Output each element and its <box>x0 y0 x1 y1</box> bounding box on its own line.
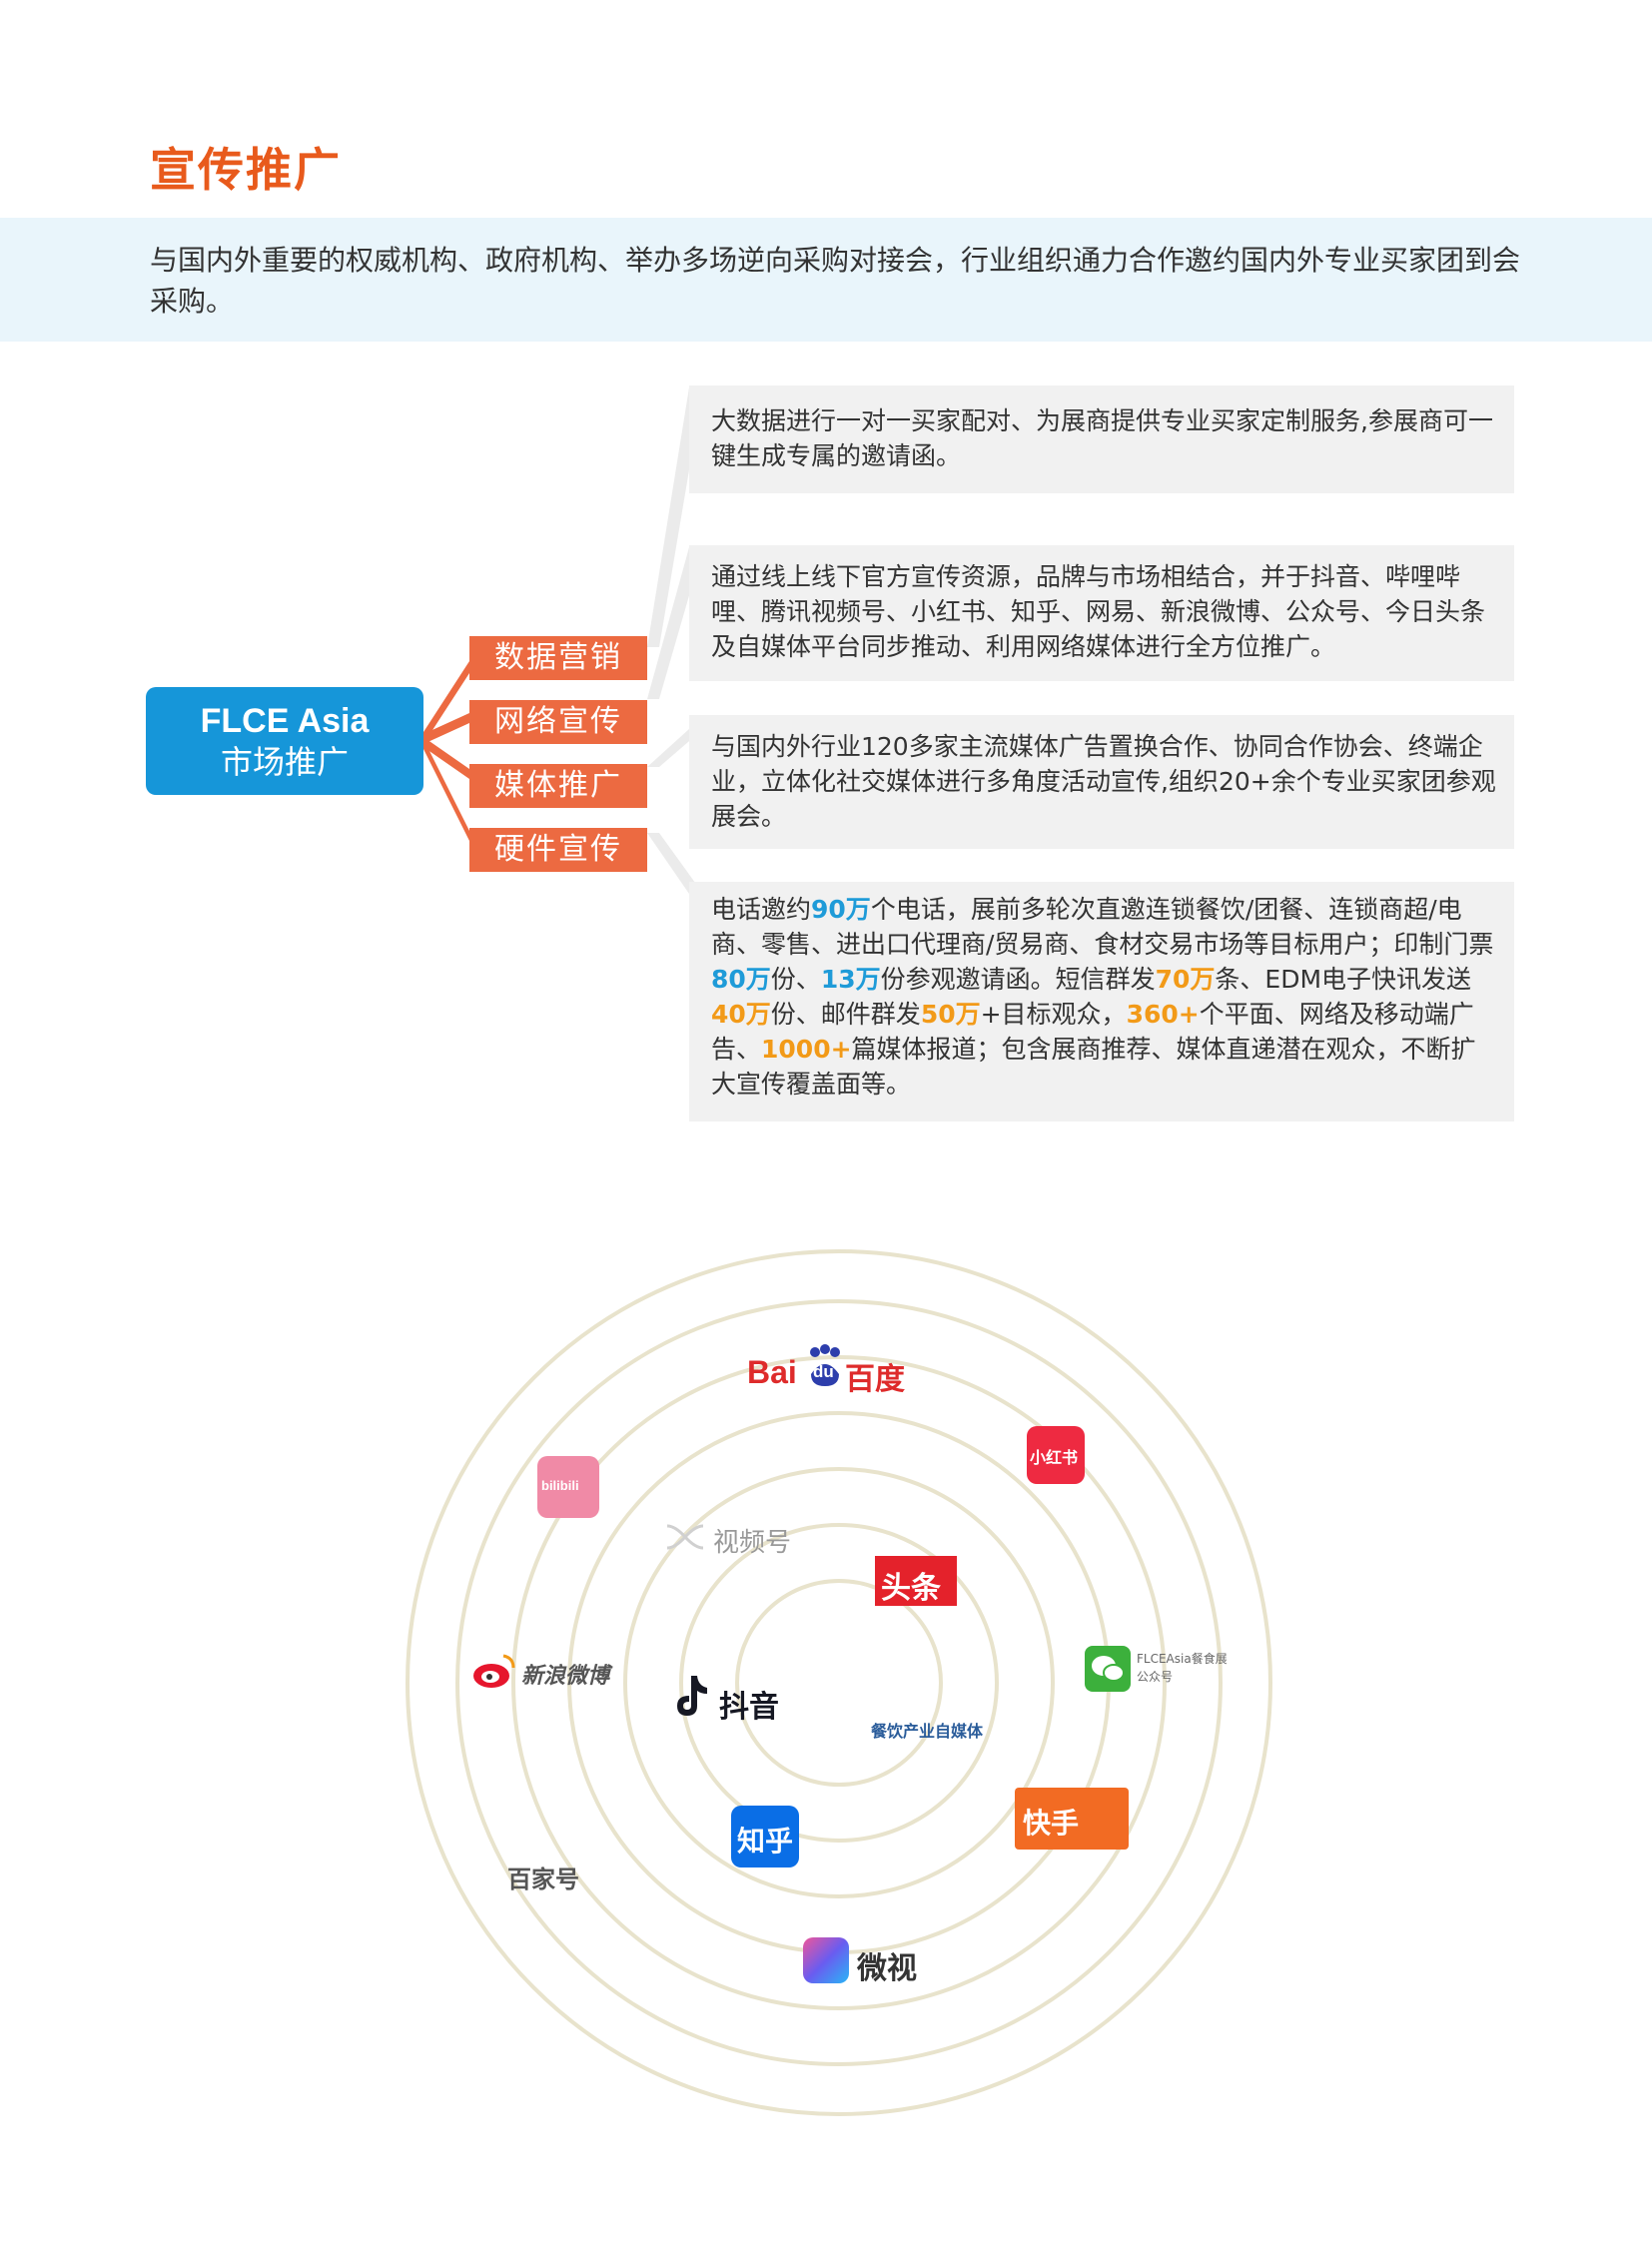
branch-to-tag-2 <box>423 713 469 744</box>
baidu-logo: Bai du 百度 <box>747 1342 907 1406</box>
highlight-number: 50万 <box>920 1000 981 1029</box>
highlight-number: 1000+ <box>761 1035 852 1064</box>
intro-text: 与国内外重要的权威机构、政府机构、举办多场逆向采购对接会，行业组织通力合作邀约国… <box>150 244 1521 318</box>
card-data-marketing: 大数据进行一对一买家配对、为展商提供专业买家定制服务,参展商可一键生成专属的邀请… <box>689 385 1514 493</box>
card-text-segment: +目标观众， <box>980 1000 1127 1029</box>
card-text-segment: 电话邀约 <box>711 895 812 924</box>
card-text: 与国内外行业120多家主流媒体广告置换合作、协同合作协会、终端企业，立体化社交媒… <box>711 732 1496 831</box>
card-online-promo: 通过线上线下官方宣传资源，品牌与市场相结合，并于抖音、哔哩哔哩、腾讯视频号、小红… <box>689 545 1514 681</box>
root-line1: FLCE Asia <box>200 702 370 740</box>
highlight-number: 360+ <box>1126 1000 1200 1029</box>
card-text-segment: 个电话，展前多轮次直邀连锁餐饮/团餐、连锁商超/电商、零售、进出口代理商/贸易商… <box>711 895 1494 959</box>
wechat-icon <box>1085 1646 1131 1692</box>
branch-to-tag-1 <box>423 661 469 744</box>
kuaishou-logo: 快手 <box>1015 1788 1129 1850</box>
tag-media-promo: 媒体推广 <box>469 764 647 808</box>
tag-hardware-promo: 硬件宣传 <box>469 828 647 872</box>
branch-to-tag-3 <box>423 737 469 779</box>
highlight-number: 13万 <box>820 965 881 994</box>
toutiao-logo: 头条 <box>875 1556 957 1606</box>
card-text: 大数据进行一对一买家配对、为展商提供专业买家定制服务,参展商可一键生成专属的邀请… <box>711 406 1493 470</box>
card-hardware-promo: 电话邀约90万个电话，展前多轮次直邀连锁餐饮/团餐、连锁商超/电商、零售、进出口… <box>689 882 1514 1121</box>
flce-asia-node: FLCE Asia 市场推广 <box>146 687 423 795</box>
zimeiti-logo: 餐饮产业自媒体 <box>871 1722 984 1741</box>
highlight-number: 70万 <box>1155 965 1216 994</box>
baidu-paw-icon <box>807 1344 843 1388</box>
tag-online-promo: 网络宣传 <box>469 700 647 744</box>
shipinhao-icon <box>665 1522 705 1556</box>
card-text-segment: 个平面、网络及移动端广告、 <box>711 1000 1474 1064</box>
card-text-segment: 份参观邀请函。短信群发 <box>880 965 1156 994</box>
zhihu-logo: 知乎 <box>731 1806 799 1868</box>
weishi-icon <box>803 1937 849 1983</box>
douyin-logo: 抖音 <box>671 1670 791 1726</box>
card-media-promo: 与国内外行业120多家主流媒体广告置换合作、协同合作协会、终端企业，立体化社交媒… <box>689 715 1514 849</box>
card-text: 通过线上线下官方宣传资源，品牌与市场相结合，并于抖音、哔哩哔哩、腾讯视频号、小红… <box>711 562 1486 661</box>
wechat-logo: FLCEAsia餐食展 公众号 <box>1085 1642 1254 1696</box>
shipinhao-logo: 视频号 <box>665 1516 815 1560</box>
xiaohongshu-logo: 小红书 <box>1027 1426 1085 1484</box>
card-text-segment: 份、邮件群发 <box>770 1000 921 1029</box>
branch-to-tag-4 <box>423 739 469 841</box>
root-line2: 市场推广 <box>220 743 349 781</box>
weibo-logo: 新浪微博 <box>471 1648 621 1696</box>
bilibili-logo: bilibili <box>537 1456 599 1518</box>
intro-band <box>0 218 1652 342</box>
card-text-segment: 份、 <box>770 965 821 994</box>
weishi-logo: 微视 <box>803 1933 933 1987</box>
card-text-segment: 条、EDM电子快讯发送 <box>1215 965 1472 994</box>
page-title: 宣传推广 <box>150 143 342 197</box>
weibo-icon <box>471 1652 517 1694</box>
highlight-number: 40万 <box>711 1000 771 1029</box>
highlight-number: 90万 <box>811 895 871 924</box>
douyin-icon <box>671 1672 711 1724</box>
baijiahao-logo: 百家号 <box>507 1866 579 1893</box>
tag-data-marketing: 数据营销 <box>469 636 647 680</box>
branch-to-card-4 <box>647 833 703 894</box>
highlight-number: 80万 <box>711 965 771 994</box>
card-text-rich: 电话邀约90万个电话，展前多轮次直邀连锁餐饮/团餐、连锁商超/电商、零售、进出口… <box>711 892 1496 1102</box>
card-text-segment: 篇媒体报道；包含展商推荐、媒体直递潜在观众，不断扩大宣传覆盖面等。 <box>711 1035 1476 1099</box>
